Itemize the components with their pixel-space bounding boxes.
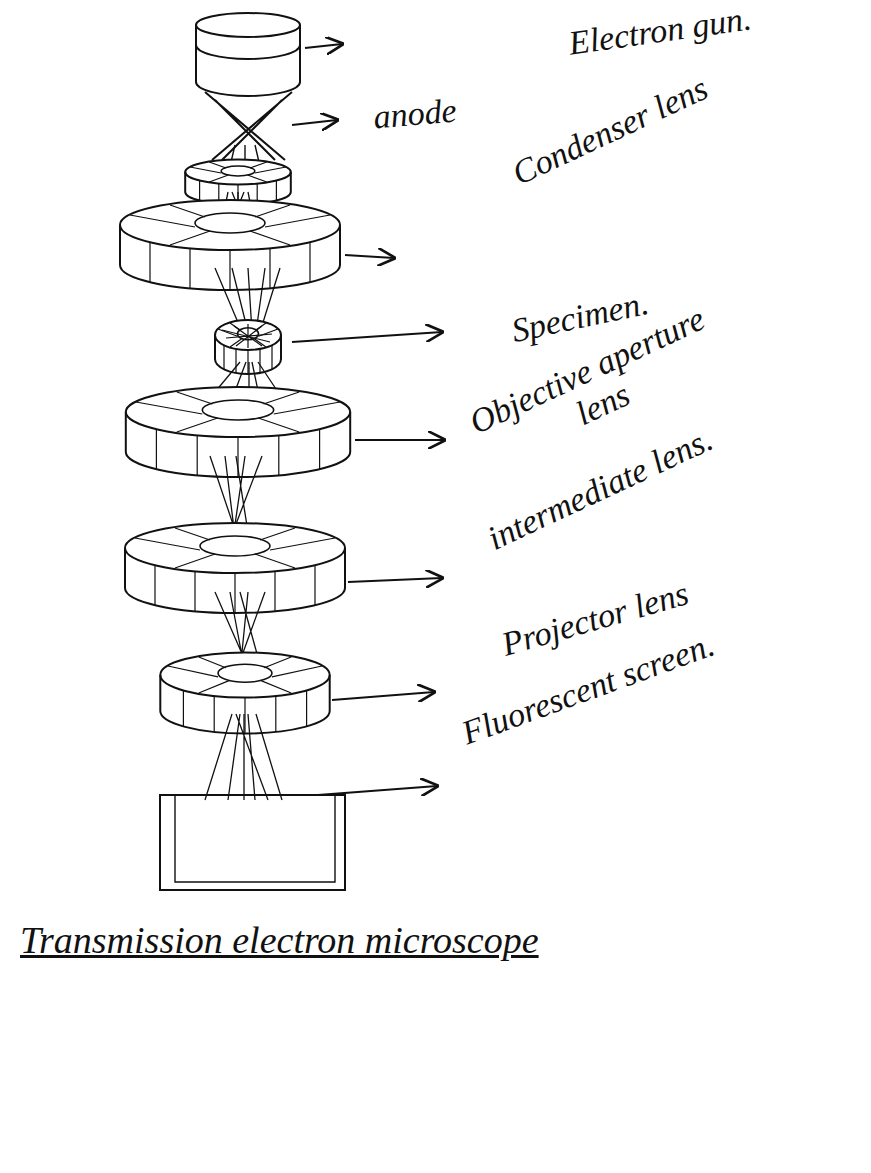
electron-gun: [196, 13, 300, 175]
leader-arrow: [345, 255, 394, 258]
electron-rays: [205, 714, 282, 800]
intermediate-disc: [125, 523, 345, 613]
part-label: Condenser lens: [412, 25, 808, 236]
leader-arrow: [305, 44, 342, 48]
leader-arrows: [292, 44, 444, 795]
specimen-hatch: [222, 324, 272, 348]
leader-arrow: [318, 786, 437, 795]
leader-arrow: [292, 120, 337, 125]
leader-arrow: [292, 332, 442, 342]
part-label: Fluorescent screen.: [450, 623, 726, 754]
screen-inner: [175, 795, 335, 882]
caption: Transmission electron microscope: [20, 918, 539, 962]
objective-disc: [126, 387, 350, 477]
fluorescent-screen: [160, 795, 345, 890]
projector-disc: [160, 653, 329, 734]
leader-arrow: [348, 578, 442, 582]
specimen-disc: [215, 320, 281, 374]
leader-arrow: [332, 692, 434, 700]
leader-arrow: [355, 439, 444, 441]
specimen-grid: [215, 320, 281, 374]
gun-filament: [205, 92, 292, 160]
gun-top: [196, 13, 300, 37]
part-label: Electron gun.: [529, 0, 792, 67]
gun-band: [196, 45, 300, 59]
screen-box: [160, 795, 345, 890]
condenser-disc: [120, 200, 340, 290]
gun-body: [196, 25, 300, 96]
part-label: anode: [344, 89, 487, 138]
